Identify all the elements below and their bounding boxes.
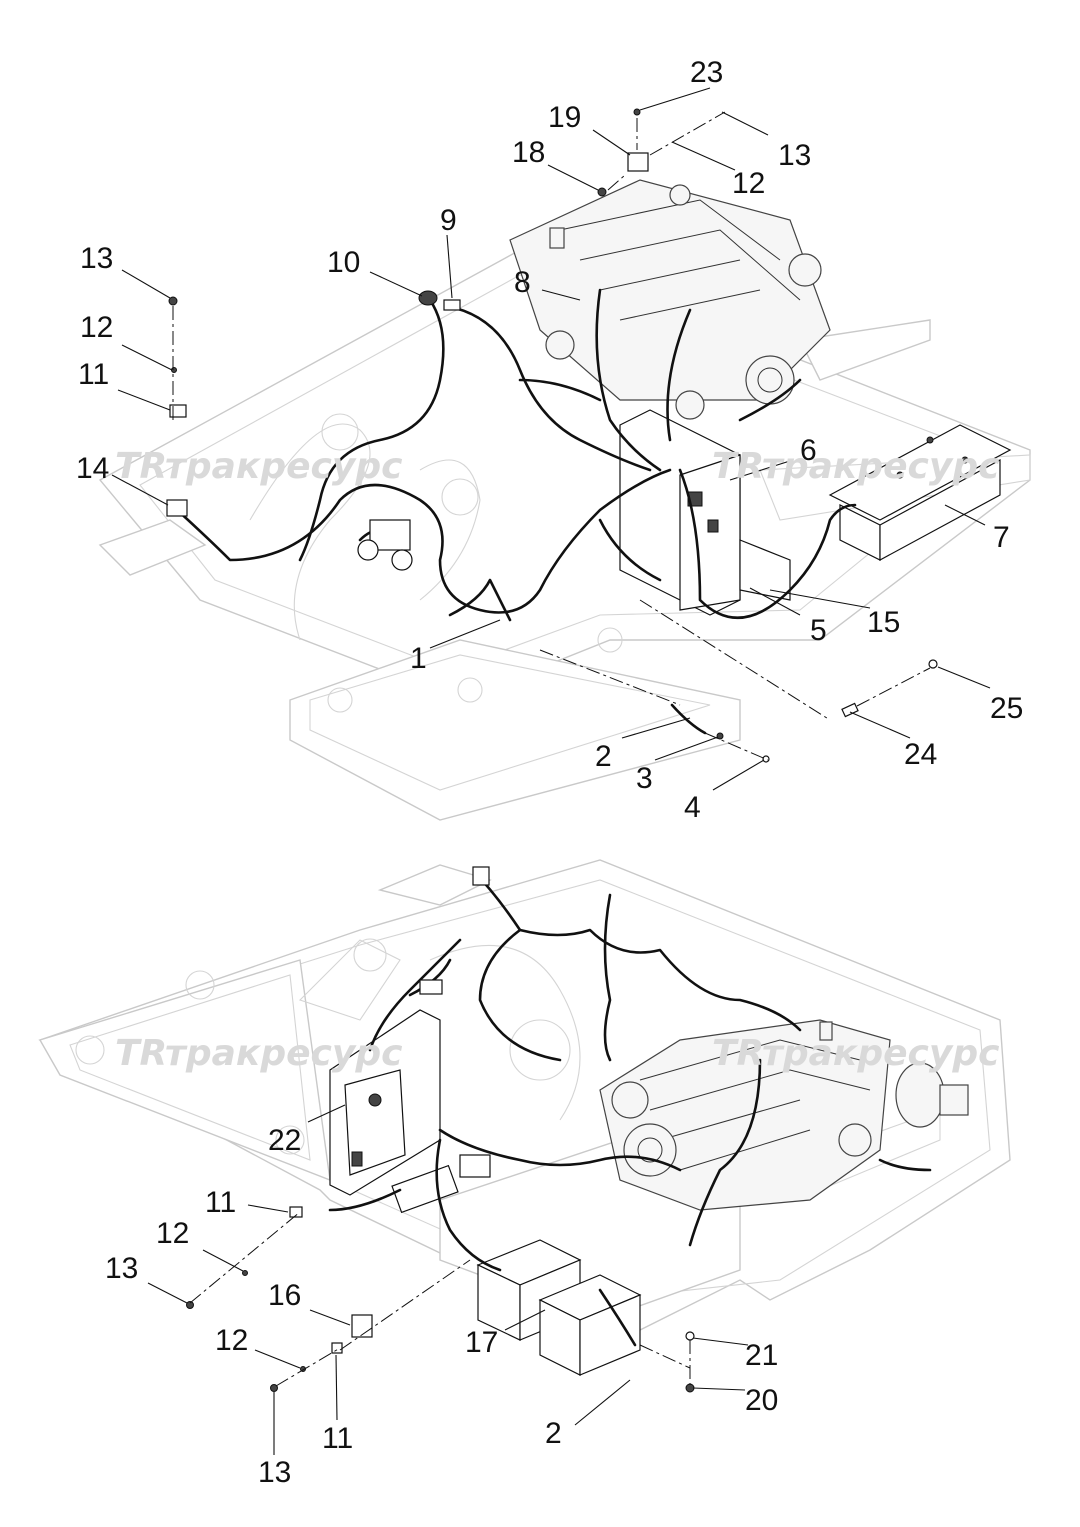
callout-24: 24 (904, 738, 937, 771)
bracket-19 (627, 152, 649, 172)
callout-13-b1: 13 (105, 1252, 138, 1285)
watermark-brand-text: тракресурс (165, 446, 402, 487)
top-engine (509, 179, 831, 420)
top-view: 23 19 13 18 12 9 10 8 13 12 11 14 6 7 15… (76, 56, 1031, 824)
watermark-brand-text: тракресурс (762, 1033, 999, 1074)
top-components (166, 108, 938, 763)
callout-2: 2 (595, 740, 612, 773)
callout-21: 21 (745, 1339, 778, 1372)
callout-18: 18 (512, 136, 545, 169)
watermark-bottom-right: TR тракресурс (712, 1033, 999, 1074)
watermark-brand-text: тракресурс (762, 446, 999, 487)
bottom-engine (599, 1019, 969, 1211)
bolt-4 (762, 755, 770, 763)
connector-top-b (472, 866, 490, 886)
bolt-13-b1 (186, 1301, 194, 1309)
bolt-13-b2 (270, 1384, 278, 1392)
callout-13-b2: 13 (258, 1456, 291, 1489)
callout-15: 15 (867, 606, 900, 639)
callout-22: 22 (268, 1124, 301, 1157)
nut-20 (685, 1383, 695, 1393)
bottom-dash-lines (189, 1211, 691, 1387)
washer-12-b1 (242, 1270, 248, 1276)
callout-7: 7 (993, 521, 1010, 554)
bottom-callouts: 22 11 12 13 16 17 21 12 2 20 11 13 (105, 1124, 778, 1489)
callout-14: 14 (76, 452, 109, 485)
gauge-right (391, 549, 413, 571)
bolt-21 (685, 1331, 695, 1341)
cap-25 (928, 659, 938, 669)
callout-6: 6 (800, 434, 817, 467)
callout-10: 10 (327, 246, 360, 279)
watermark-logo-mark: TR (115, 446, 167, 487)
callout-11-b2: 11 (322, 1422, 353, 1455)
watermark-logo-mark: TR (712, 1033, 764, 1074)
bottom-wiring-harness (328, 876, 932, 1347)
watermark-logo-mark: TR (712, 446, 764, 487)
relay-16 (351, 1314, 373, 1338)
callout-20: 20 (745, 1384, 778, 1417)
watermark-top-left: TR тракресурс (115, 446, 402, 487)
gauge-left (357, 539, 379, 561)
bottom-components (186, 866, 695, 1393)
callout-12: 12 (732, 167, 765, 200)
bolt-13-left (168, 296, 178, 306)
callout-8: 8 (514, 266, 531, 299)
clamp-11-b2 (331, 1342, 343, 1354)
cable-2 (670, 703, 707, 735)
washer-12-left (171, 367, 177, 373)
callout-25: 25 (990, 692, 1023, 725)
callout-12-b1: 12 (156, 1217, 189, 1250)
watermark-bottom-left: TR тракресурс (115, 1033, 402, 1074)
nut-18 (597, 187, 607, 197)
callout-12-left: 12 (80, 311, 113, 344)
callout-11-left: 11 (78, 358, 109, 391)
watermark-top-right: TR тракресурс (712, 446, 999, 487)
relay-14 (166, 499, 188, 517)
bolt-23 (633, 108, 641, 116)
top-battery-tray (828, 424, 1012, 562)
top-callouts: 23 19 13 18 12 9 10 8 13 12 11 14 6 7 15… (76, 56, 1023, 824)
bottom-batteries (476, 1239, 642, 1376)
callout-13: 13 (778, 139, 811, 172)
module-b (419, 979, 443, 995)
callout-5: 5 (810, 614, 827, 647)
callout-16: 16 (268, 1279, 301, 1312)
callout-12-b2: 12 (215, 1324, 248, 1357)
callout-4: 4 (684, 791, 701, 824)
callout-9: 9 (440, 204, 457, 237)
bottom-leaders (147, 1104, 749, 1455)
callout-17: 17 (465, 1326, 498, 1359)
top-leaders (111, 87, 991, 791)
washer-3 (716, 732, 724, 740)
clamp-11-left (169, 404, 187, 418)
fuse-24 (841, 702, 859, 718)
callout-1: 1 (410, 642, 427, 675)
callout-23: 23 (690, 56, 723, 89)
callout-11-b1: 11 (205, 1186, 236, 1219)
watermark-brand-text: тракресурс (165, 1033, 402, 1074)
watermark-logo-mark: TR (115, 1033, 167, 1074)
sensor-10 (418, 290, 438, 306)
callout-3: 3 (636, 762, 653, 795)
connector-9 (443, 299, 461, 311)
bottom-electrical-box (329, 1009, 491, 1214)
bottom-view: 22 11 12 13 16 17 21 12 2 20 11 13 (38, 859, 1011, 1489)
callout-19: 19 (548, 101, 581, 134)
top-dash-lines (172, 111, 931, 761)
clamp-11-b1 (289, 1206, 303, 1218)
callout-2-b: 2 (545, 1417, 562, 1450)
callout-13-left: 13 (80, 242, 113, 275)
